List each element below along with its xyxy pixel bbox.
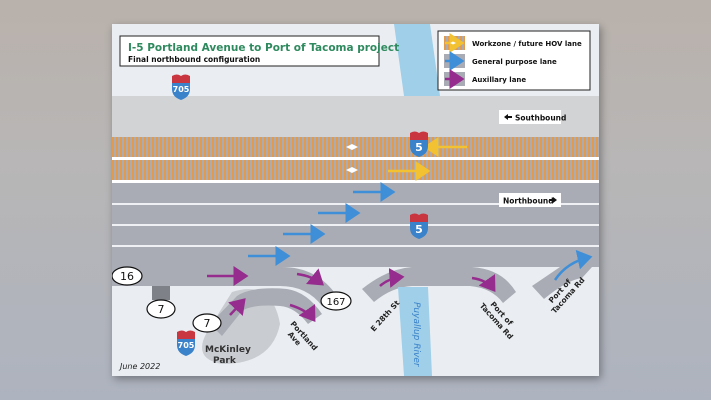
e28th-label: E 28th St: [369, 298, 402, 333]
i705-shield-top: 705: [172, 74, 190, 100]
mckinley-park: [202, 289, 280, 364]
river: [398, 287, 432, 376]
map-canvas: Puyallup River Portland Ave E 28th St Po…: [112, 24, 599, 376]
svg-text:Southbound: Southbound: [515, 114, 566, 123]
river-top: [394, 24, 440, 96]
sr7-connector: [152, 286, 170, 300]
svg-text:5: 5: [415, 141, 423, 154]
southbound-label: Southbound: [499, 110, 566, 124]
hov-diamond-icon: [346, 144, 358, 150]
aux-lane-arrow: [296, 268, 324, 286]
map-panel: Puyallup River Portland Ave E 28th St Po…: [112, 24, 599, 376]
port-tacoma-label-1: Port of Tacoma Rd: [478, 300, 515, 341]
svg-text:7: 7: [158, 303, 165, 316]
i705-shield-bottom: 705: [177, 330, 195, 356]
svg-text:Northbound: Northbound: [503, 197, 554, 206]
arrow-left-icon: [504, 114, 512, 120]
port-tacoma-ramp-2: [532, 267, 592, 299]
lane-divider: [112, 245, 599, 247]
general-lane-exit-arrow: [553, 249, 593, 281]
date-label: June 2022: [118, 362, 160, 371]
mckinley-park-label-2: Park: [213, 356, 237, 366]
sr16-ramp: [112, 267, 337, 306]
svg-text:16: 16: [120, 270, 134, 283]
lane-divider: [112, 180, 599, 183]
legend-item-auxiliary: Auxillary lane: [444, 69, 526, 89]
svg-text:705: 705: [173, 85, 190, 94]
sr167-shield: 167: [320, 291, 352, 311]
lane-divider: [112, 157, 599, 160]
legend-item-general: General purpose lane: [444, 51, 557, 71]
aux-lane-arrow: [471, 274, 496, 293]
svg-text:705: 705: [178, 341, 195, 350]
aux-lane-arrow: [228, 298, 246, 316]
mckinley-park-label: McKinley: [205, 345, 251, 355]
i5-shield-southbound: 5: [410, 131, 428, 157]
aux-lane-arrow: [379, 267, 405, 288]
arrow-right-icon: [549, 197, 557, 203]
i5-shield-northbound: 5: [410, 213, 428, 239]
lane-divider: [112, 224, 599, 226]
northbound-label: Northbound: [499, 193, 561, 207]
river-label: Puyallup River: [411, 302, 421, 368]
svg-text:Auxillary lane: Auxillary lane: [472, 76, 526, 84]
port-tacoma-ramp-1: [432, 267, 516, 303]
svg-text:5: 5: [415, 223, 423, 236]
svg-text:7: 7: [204, 317, 211, 330]
sr7-shield-2: 7: [192, 313, 222, 333]
sr7-shield: 7: [146, 299, 176, 319]
aux-lane-arrow: [289, 303, 316, 323]
svg-text:167: 167: [326, 297, 345, 308]
legend-item-workzone: Workzone / future HOV lane: [444, 33, 582, 53]
hov-diamond-icon: [346, 167, 358, 173]
title-box: I-5 Portland Avenue to Port of Tacoma pr…: [119, 35, 399, 67]
legend: Workzone / future HOV lane General purpo…: [437, 30, 591, 91]
svg-text:General purpose lane: General purpose lane: [472, 58, 557, 66]
page-title: I-5 Portland Avenue to Port of Tacoma pr…: [128, 42, 399, 54]
page-subtitle: Final northbound configuration: [128, 55, 260, 64]
svg-text:Workzone / future HOV lane: Workzone / future HOV lane: [472, 40, 582, 48]
portland-ave-label: Portland Ave: [286, 319, 320, 352]
sr16-shield: 16: [112, 266, 143, 286]
